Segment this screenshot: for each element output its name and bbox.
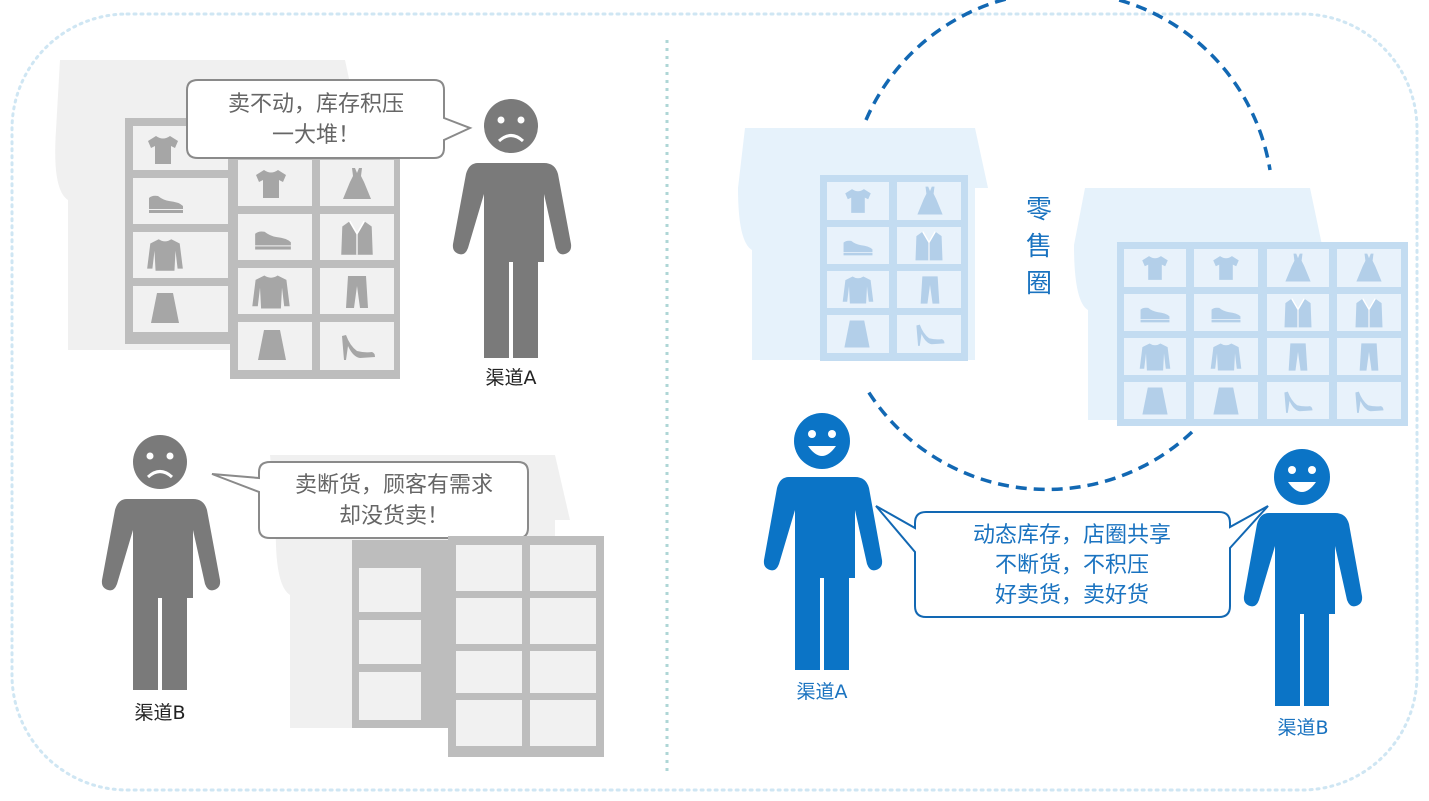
sweater-icon bbox=[252, 275, 290, 309]
empty-shelf-front bbox=[448, 536, 604, 757]
speech-bubble-shared: 动态库存，店圈共享 不断货，不积压 好卖货，卖好货 bbox=[875, 505, 1269, 618]
bubble-a-line-2: 一大堆！ bbox=[272, 123, 360, 148]
sweater-icon bbox=[1210, 343, 1242, 371]
sweater-icon bbox=[147, 239, 183, 271]
sad-person-channel-a bbox=[452, 99, 572, 358]
sad-face-icon bbox=[133, 435, 187, 489]
shelf-right-b-front bbox=[1260, 242, 1408, 426]
sweater-icon bbox=[842, 276, 874, 304]
shelf-right-b-back bbox=[1117, 242, 1265, 426]
happy-face-icon bbox=[1274, 449, 1330, 505]
channel-b-label-left: 渠道B bbox=[134, 702, 185, 724]
sweater-icon bbox=[1139, 343, 1171, 371]
sad-person-channel-b bbox=[101, 435, 221, 690]
shared-bubble-line-1: 动态库存，店圈共享 bbox=[973, 523, 1171, 548]
retail-circle-label: 零 售 圈 bbox=[1026, 195, 1052, 299]
happy-person-channel-b bbox=[1243, 449, 1363, 706]
bubble-b-line-2: 却没货卖！ bbox=[339, 504, 449, 529]
happy-person-channel-a bbox=[763, 413, 883, 670]
sad-face-icon bbox=[484, 99, 538, 153]
empty-shelf-back bbox=[352, 540, 462, 728]
shared-bubble-line-2: 不断货，不积压 bbox=[995, 553, 1149, 578]
outer-frame bbox=[10, 12, 1419, 792]
right-panel: 零 售 圈 bbox=[738, 0, 1408, 739]
speech-bubble-channel-a: 卖不动，库存积压 一大堆！ bbox=[186, 79, 473, 159]
channel-a-label-left: 渠道A bbox=[486, 367, 537, 389]
channel-a-label-right: 渠道A bbox=[797, 681, 848, 703]
retail-circle bbox=[864, 0, 1272, 492]
left-panel: 卖不动，库存积压 一大堆！ 渠道A 渠道B bbox=[55, 60, 604, 757]
bubble-b-line-1: 卖断货，顾客有需求 bbox=[295, 473, 493, 498]
retail-circle-char-2: 售 bbox=[1026, 232, 1052, 262]
retail-circle-char-1: 零 bbox=[1026, 195, 1052, 225]
shelf-right-a bbox=[820, 175, 968, 361]
happy-face-icon bbox=[794, 413, 850, 469]
speech-bubble-channel-b: 卖断货，顾客有需求 却没货卖！ bbox=[211, 461, 529, 539]
bubble-a-line-1: 卖不动，库存积压 bbox=[228, 92, 404, 117]
channel-b-label-right: 渠道B bbox=[1277, 717, 1328, 739]
shelf-front-top bbox=[230, 152, 400, 379]
retail-circle-char-3: 圈 bbox=[1026, 269, 1052, 299]
shared-bubble-line-3: 好卖货，卖好货 bbox=[995, 583, 1149, 608]
